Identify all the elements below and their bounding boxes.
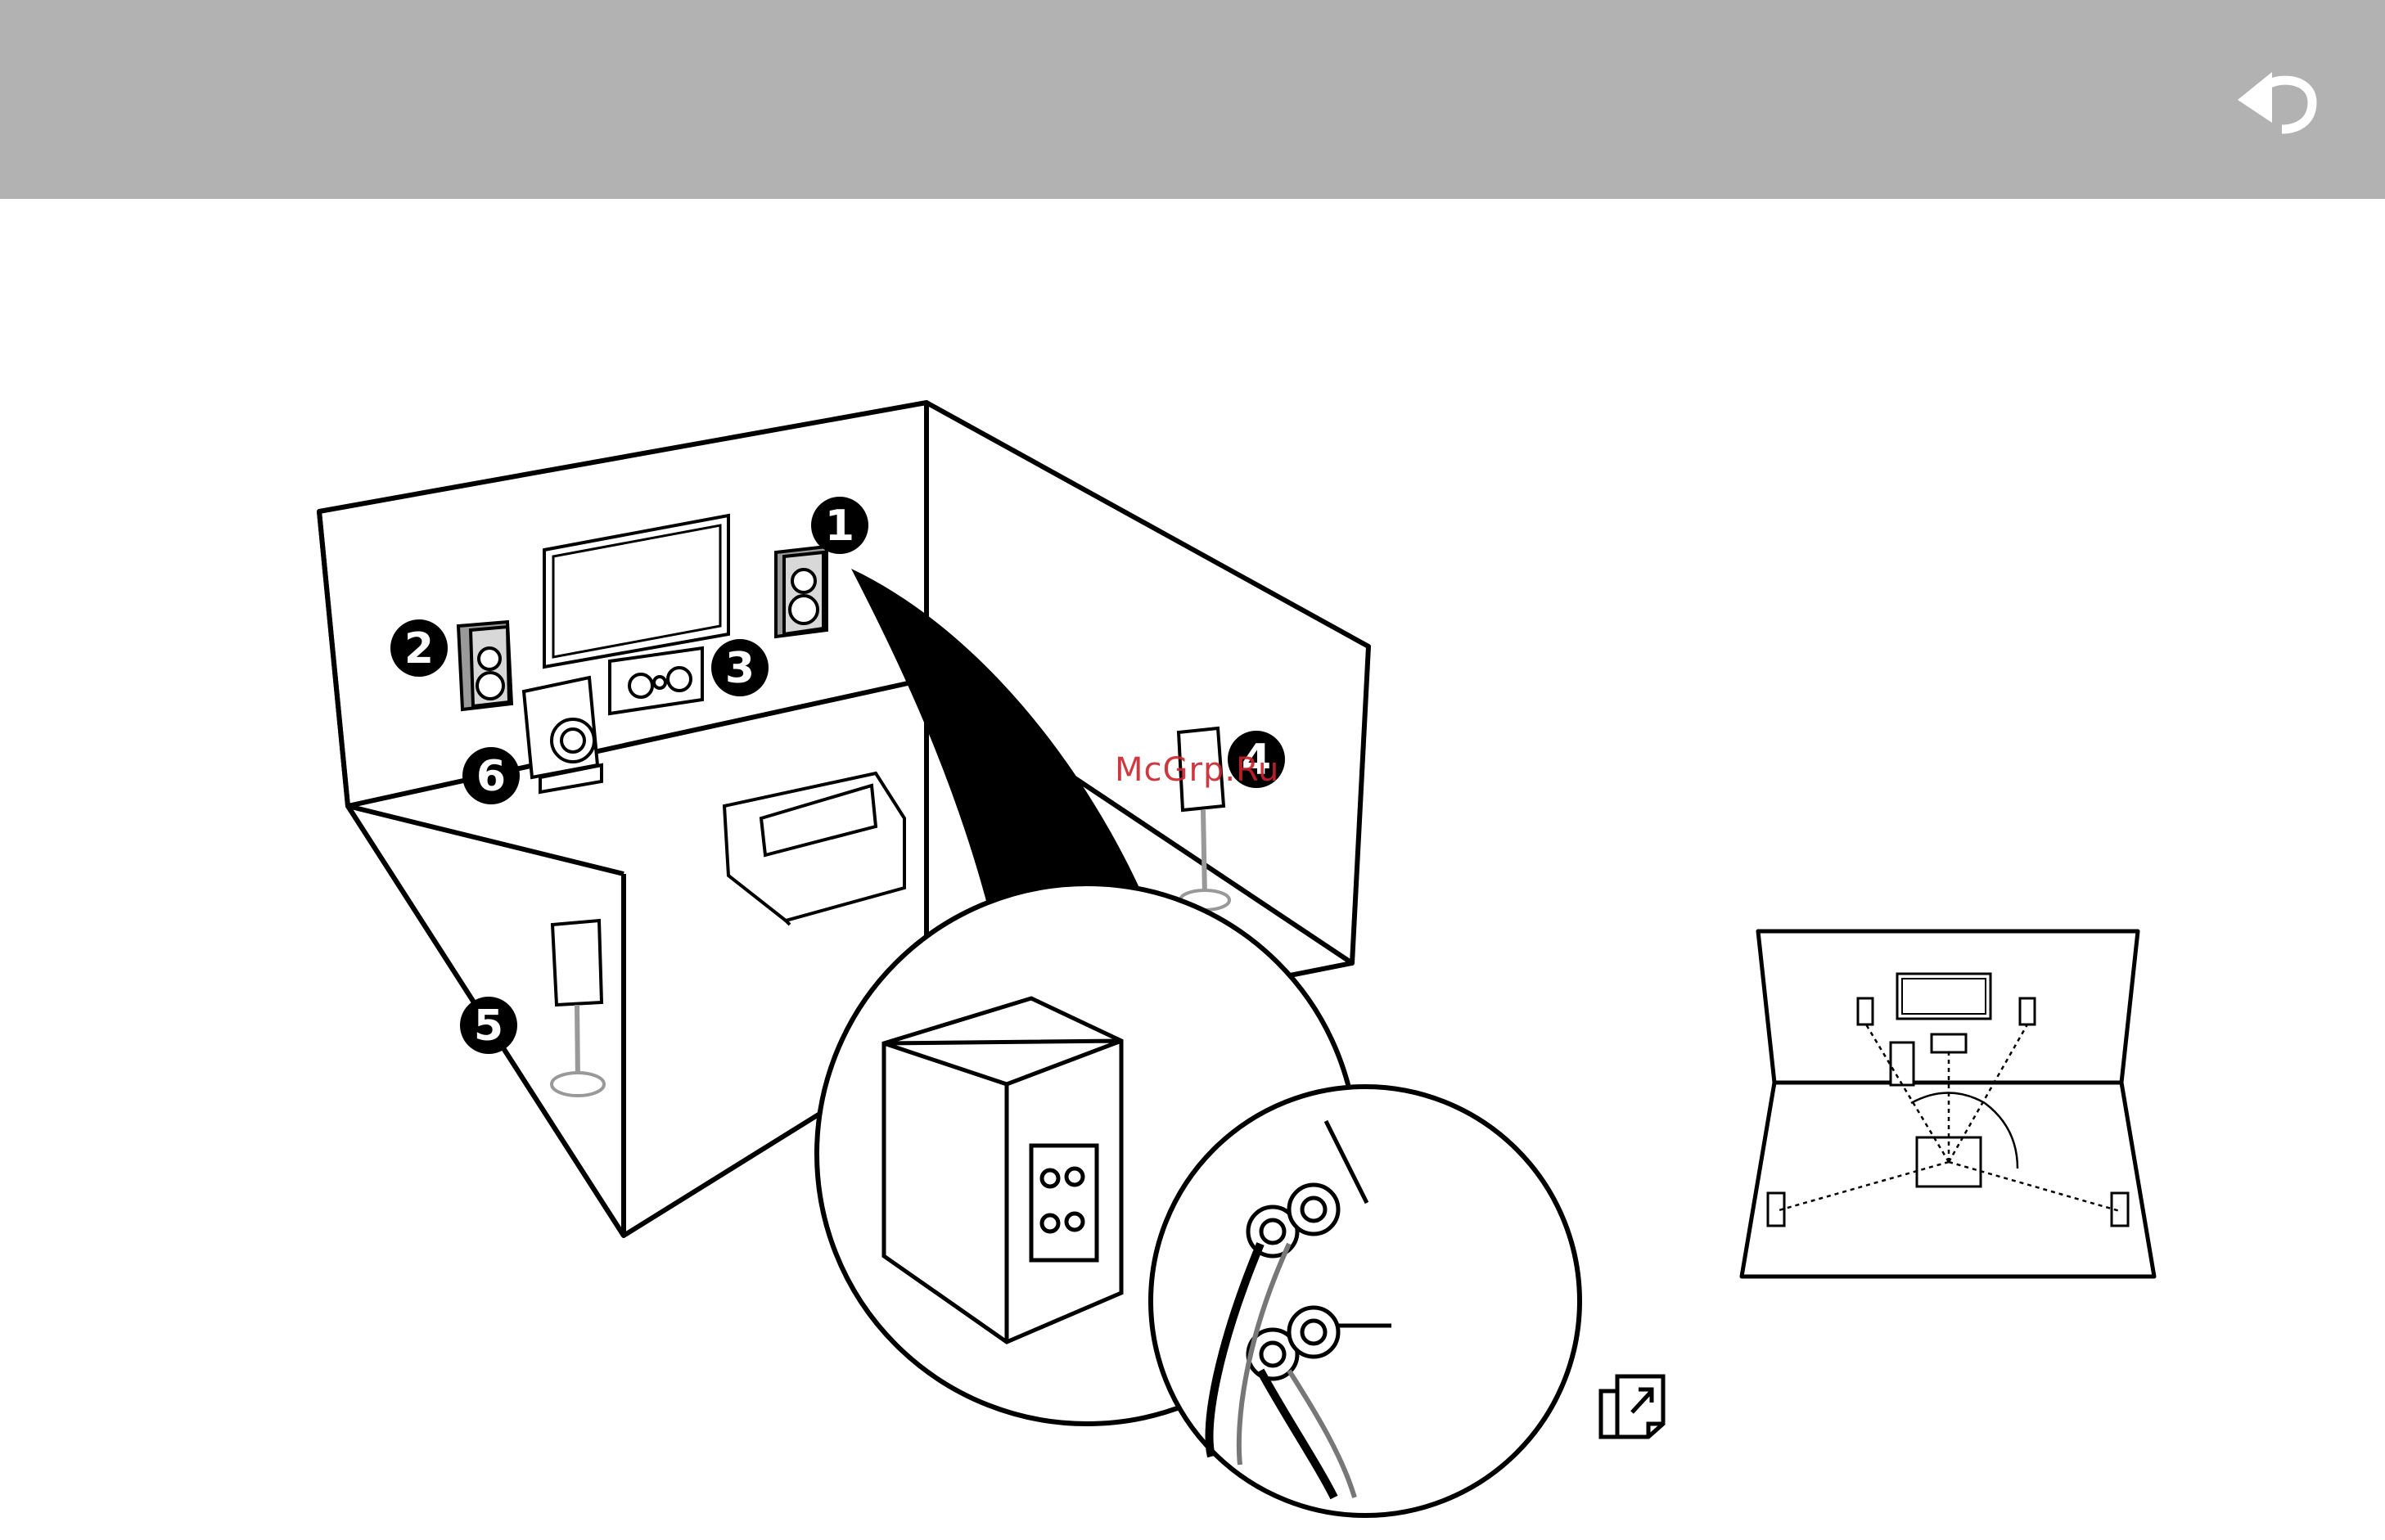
reference-link-button[interactable] xyxy=(1596,1367,1670,1443)
callout-3-label: 3 xyxy=(725,644,755,693)
callout-2: 2 xyxy=(390,619,448,677)
callout-1: 1 xyxy=(811,497,868,554)
front-right-speaker xyxy=(776,547,827,637)
header-bar xyxy=(0,0,2385,199)
speaker-layout-diagram xyxy=(1735,923,2161,1285)
callout-1-label: 1 xyxy=(825,502,854,551)
callout-5-label: 5 xyxy=(474,1002,503,1051)
return-arrow-icon xyxy=(2234,57,2324,139)
watermark: McGrp.Ru xyxy=(1115,751,1279,789)
callout-6-label: 6 xyxy=(476,752,506,801)
speaker-placement-illustration: 1 2 3 4 5 6 xyxy=(0,199,2385,1540)
back-button[interactable] xyxy=(2234,57,2324,139)
subwoofer xyxy=(524,678,602,792)
callout-3: 3 xyxy=(711,639,769,696)
callout-2-label: 2 xyxy=(404,624,434,673)
front-left-speaker xyxy=(458,622,512,709)
callout-5: 5 xyxy=(460,997,517,1054)
zoom-circle-terminal xyxy=(1151,1087,1580,1515)
external-link-icon xyxy=(1596,1367,1670,1443)
callout-6: 6 xyxy=(462,747,520,804)
